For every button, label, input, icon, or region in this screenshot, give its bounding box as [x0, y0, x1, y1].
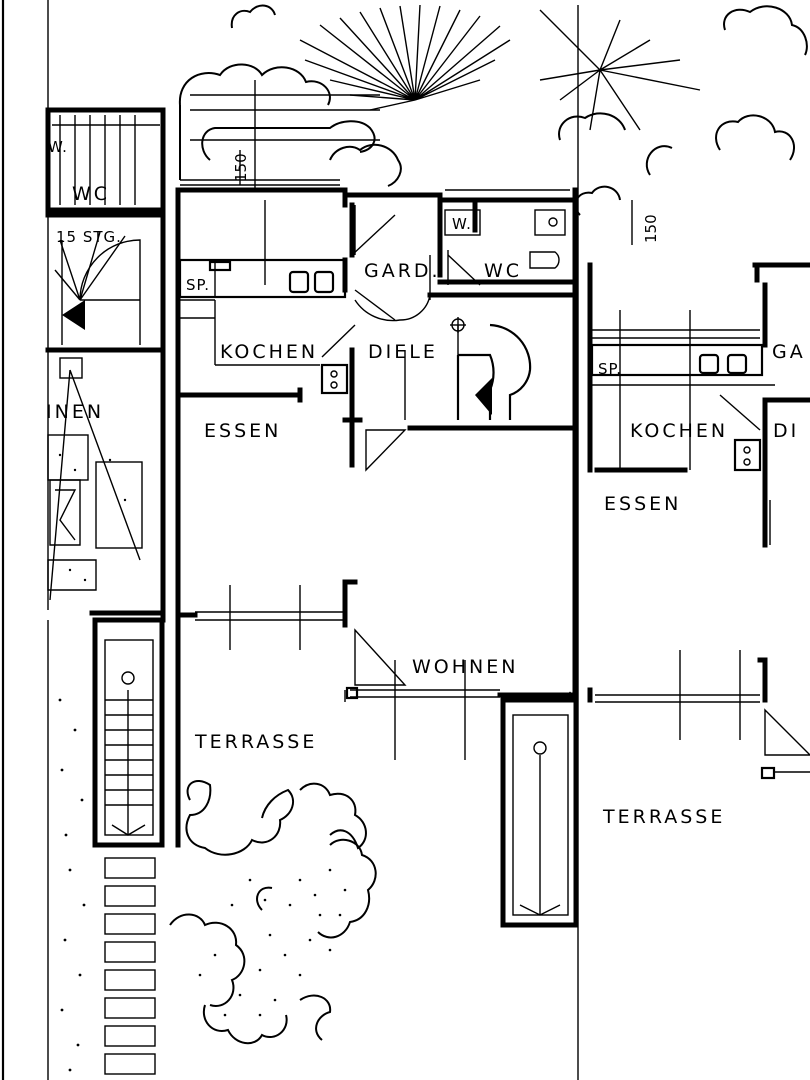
label-gard-right: GA — [772, 341, 806, 363]
hall-lines — [354, 205, 406, 420]
interior-stair — [450, 317, 532, 420]
label-diele-right: DI — [773, 420, 799, 442]
svg-text:150: 150 — [232, 153, 250, 182]
label-essen-left: ESSEN — [204, 420, 281, 442]
tree-dots-bottom — [198, 868, 347, 1017]
wc-fixtures-main — [444, 209, 566, 269]
stair-main-bottom — [500, 697, 579, 928]
neighbor-right-unit — [587, 262, 810, 780]
label-sp-left: SP. — [186, 276, 210, 294]
label-essen-right: ESSEN — [604, 493, 681, 515]
neighbor-left-unit — [45, 107, 166, 623]
label-wohnen: WOHNEN — [412, 656, 518, 678]
tree-radial-top — [299, 4, 511, 111]
label-w-far-left: W. — [48, 138, 68, 156]
doors-main — [321, 214, 481, 702]
stepping-stones — [104, 857, 156, 1075]
label-stairs: 15 STG. — [56, 228, 122, 246]
gravel-dots-left — [58, 698, 86, 1072]
main-unit-walls — [175, 187, 579, 848]
svg-text:150: 150 — [642, 214, 660, 243]
label-terrasse-right: TERRASSE — [602, 806, 725, 828]
tree-top-right — [539, 5, 808, 250]
stair-left-bottom — [92, 617, 165, 848]
label-wc-far-left: WC — [72, 183, 110, 205]
label-terrasse-left: TERRASSE — [194, 731, 317, 753]
label-kochen-left: KOCHEN — [220, 341, 318, 363]
label-w-left: W. — [452, 215, 472, 233]
label-gard-left: GARD. — [364, 260, 441, 282]
kitchen-counter — [178, 258, 349, 395]
border-lines — [1, 0, 49, 1080]
label-kochen-right: KOCHEN — [630, 420, 728, 442]
tree-top-left — [178, 4, 402, 187]
windows-main — [180, 80, 570, 760]
dimension-left: 150 — [232, 150, 250, 185]
dimension-right: 150 — [631, 200, 660, 245]
tree-bottom-cluster — [169, 780, 377, 1045]
label-sp-right: SP. — [598, 360, 622, 378]
label-inen-partial: INEN — [46, 401, 104, 423]
label-diele-left: DIELE — [368, 341, 438, 363]
label-wc-left: WC — [484, 260, 522, 282]
